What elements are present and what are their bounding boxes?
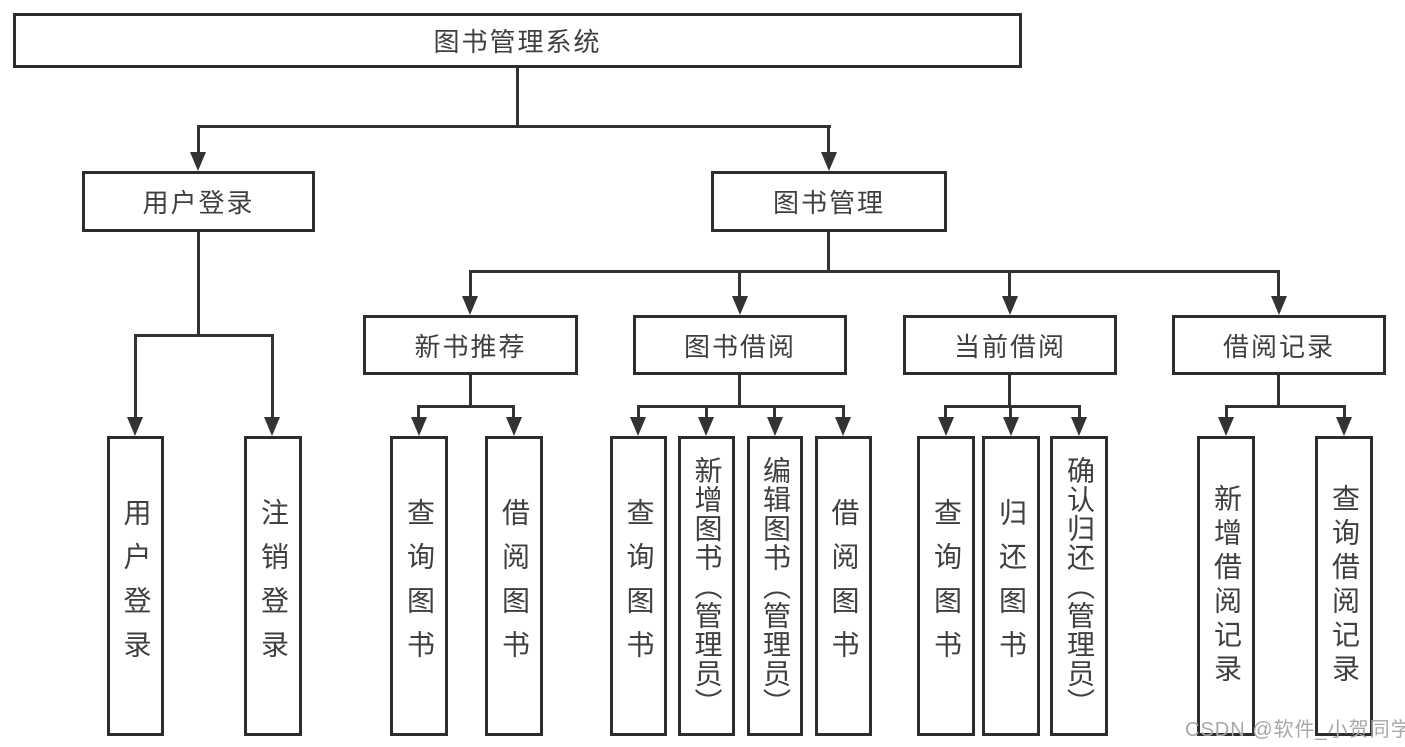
connector-line [705,405,708,419]
node-root: 图书管理系统 [13,13,1022,68]
connector-arrowhead [190,152,206,171]
connector-line [827,232,830,273]
connector-line [827,125,830,154]
leaf-br-query-record: 查询借阅记录 [1315,436,1373,736]
connector-line [944,405,947,419]
connector-line [197,125,831,128]
connector-line [638,405,844,408]
node-new-book-recommend: 新书推荐 [363,315,578,375]
connector-line [469,270,472,299]
leaf-br-add-record: 新增借阅记录 [1197,436,1255,736]
leaf-cb-query-books: 查询图书 [917,436,975,736]
connector-line [1277,270,1280,299]
connector-line [134,334,137,419]
connector-arrowhead [1271,296,1287,315]
connector-line [134,334,273,337]
connector-line [738,270,741,299]
leaf-cb-confirm-return-admin: 确认归还（管理员） [1050,436,1108,736]
connector-line [271,334,274,419]
node-book-borrow: 图书借阅 [633,315,847,375]
connector-arrowhead [698,417,714,436]
leaf-cb-return-books: 归还图书 [982,436,1040,736]
leaf-nb-borrow-books: 借阅图书 [485,436,543,736]
leaf-user-login: 用户登录 [107,436,164,736]
connector-line [417,405,420,419]
connector-line [419,405,515,408]
connector-line [516,68,519,128]
connector-line [469,375,472,408]
leaf-bb-borrow-books: 借阅图书 [815,436,872,736]
connector-arrowhead [411,417,427,436]
watermark: CSDN @软件_小贺同学 [1185,719,1405,741]
connector-arrowhead [506,417,522,436]
leaf-bb-add-books-admin: 新增图书（管理员） [678,436,735,736]
node-borrow-records: 借阅记录 [1172,315,1386,375]
connector-arrowhead [938,417,954,436]
node-book-management: 图书管理 [711,171,947,232]
connector-line [470,270,1279,273]
connector-arrowhead [821,152,837,171]
connector-arrowhead [462,296,478,315]
connector-line [1008,270,1011,299]
connector-line [773,405,776,419]
connector-line [1008,375,1011,408]
connector-arrowhead [732,296,748,315]
connector-line [1343,405,1346,419]
connector-line [637,405,640,419]
connector-line [197,232,200,337]
connector-line [1277,375,1280,408]
connector-arrowhead [835,417,851,436]
node-current-borrow: 当前借阅 [903,315,1117,375]
connector-arrowhead [767,417,783,436]
connector-line [1078,405,1081,419]
connector-arrowhead [1003,417,1019,436]
connector-line [1009,405,1012,419]
connector-line [1225,405,1228,419]
leaf-nb-query-books: 查询图书 [390,436,448,736]
leaf-bb-edit-books-admin: 编辑图书（管理员） [747,436,803,736]
connector-arrowhead [1336,417,1352,436]
connector-arrowhead [1002,296,1018,315]
connector-arrowhead [264,417,280,436]
connector-arrowhead [1218,417,1234,436]
node-user-login: 用户登录 [82,171,315,232]
leaf-bb-query-books: 查询图书 [610,436,667,736]
connector-line [197,125,200,154]
connector-line [738,375,741,408]
connector-line [946,405,1080,408]
connector-arrowhead [127,417,143,436]
leaf-logout: 注销登录 [244,436,302,736]
connector-arrowhead [1071,417,1087,436]
connector-line [842,405,845,419]
connector-line [1226,405,1345,408]
connector-arrowhead [630,417,646,436]
connector-line [512,405,515,419]
